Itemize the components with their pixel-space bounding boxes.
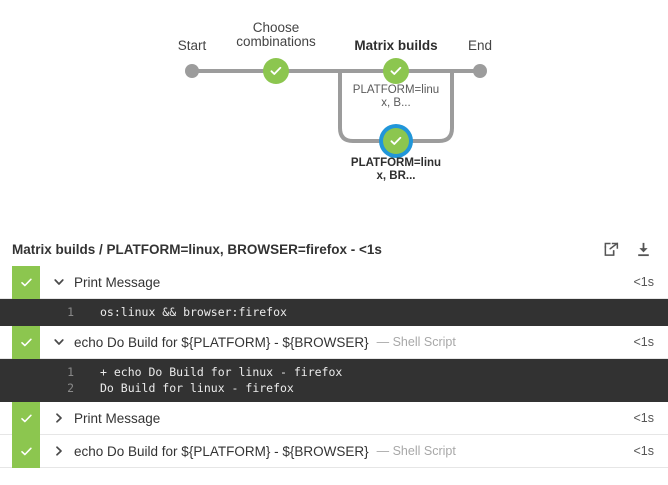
console-line-text: Do Build for linux - firefox: [100, 381, 294, 395]
step-status-badge: [12, 435, 40, 468]
check-icon: [20, 338, 32, 347]
branch-label-line1: PLATFORM=linu: [352, 84, 440, 96]
step-duration: <1s: [633, 335, 654, 349]
console-output: 1 os:linux && browser:firefox: [0, 299, 668, 326]
console-line-number: 1: [67, 305, 74, 319]
graph-node-choose-combinations[interactable]: [263, 58, 289, 84]
check-icon: [20, 278, 32, 287]
step-item: echo Do Build for ${PLATFORM} - ${BROWSE…: [0, 326, 668, 402]
console-line: 1 os:linux && browser:firefox: [0, 304, 668, 320]
step-name: Print Message: [74, 410, 161, 426]
stage-label-choose-combinations: Choose combinations: [236, 20, 316, 49]
branch-label-line2: x, BR...: [376, 170, 416, 182]
console-line: 2 Do Build for linux - firefox: [0, 380, 668, 396]
step-item: echo Do Build for ${PLATFORM} - ${BROWSE…: [0, 435, 668, 468]
check-icon: [20, 447, 32, 456]
step-item: Print Message <1s 1 os:linux && browser:fir…: [0, 266, 668, 326]
step-status-badge: [12, 402, 40, 435]
chevron-right-icon[interactable]: [52, 412, 66, 424]
graph-node-start[interactable]: [185, 64, 199, 78]
chevron-down-icon[interactable]: [52, 276, 66, 288]
chevron-right-icon[interactable]: [52, 445, 66, 457]
log-header: Matrix builds / PLATFORM=linux, BROWSER=…: [0, 232, 668, 266]
download-icon[interactable]: [632, 238, 654, 260]
chevron-down-icon[interactable]: [52, 336, 66, 348]
console-line-text: + echo Do Build for linux - firefox: [100, 365, 343, 379]
stage-label-matrix-builds: Matrix builds: [354, 38, 438, 53]
step-row[interactable]: echo Do Build for ${PLATFORM} - ${BROWSE…: [0, 326, 668, 359]
step-row[interactable]: Print Message <1s: [0, 402, 668, 435]
step-item: Print Message <1s: [0, 402, 668, 435]
check-icon: [270, 66, 282, 75]
step-duration: <1s: [633, 411, 654, 425]
console-line-text: os:linux && browser:firefox: [100, 305, 287, 319]
step-name: Print Message: [74, 274, 161, 290]
graph-node-matrix-build-1[interactable]: [383, 58, 409, 84]
graph-node-matrix-build-2-selected[interactable]: [383, 128, 409, 154]
pipeline-graph: Start Choose combinations Matrix builds …: [0, 0, 668, 200]
console-line-number: 1: [67, 365, 74, 379]
step-name: echo Do Build for ${PLATFORM} - ${BROWSE…: [74, 334, 369, 350]
check-icon: [390, 136, 402, 145]
step-row[interactable]: echo Do Build for ${PLATFORM} - ${BROWSE…: [0, 435, 668, 468]
step-row[interactable]: Print Message <1s: [0, 266, 668, 299]
steps-list: Print Message <1s 1 os:linux && browser:fir…: [0, 266, 668, 468]
stage-label-start: Start: [177, 38, 207, 53]
external-link-icon[interactable]: [600, 238, 622, 260]
step-status-badge: [12, 326, 40, 359]
check-icon: [390, 66, 402, 75]
step-duration: <1s: [633, 444, 654, 458]
branch-label-line1: PLATFORM=linu: [350, 157, 442, 169]
console-line-number: 2: [67, 381, 74, 395]
console-output: 1 + echo Do Build for linux - firefox 2 Do …: [0, 359, 668, 402]
graph-node-end[interactable]: [473, 64, 487, 78]
branch-label-line2: x, B...: [381, 97, 411, 109]
branch-label-matrix-build-1: PLATFORM=linu x, B...: [348, 84, 444, 110]
branch-label-matrix-build-2: PLATFORM=linu x, BR...: [348, 157, 444, 183]
step-name: echo Do Build for ${PLATFORM} - ${BROWSE…: [74, 443, 369, 459]
step-status-badge: [12, 266, 40, 299]
log-title-breadcrumb: Matrix builds / PLATFORM=linux, BROWSER=…: [12, 241, 382, 257]
step-duration: <1s: [633, 275, 654, 289]
stage-label-end: End: [467, 38, 493, 53]
console-line: 1 + echo Do Build for linux - firefox: [0, 364, 668, 380]
step-type-label: — Shell Script: [376, 444, 456, 458]
check-icon: [20, 414, 32, 423]
step-type-label: — Shell Script: [376, 335, 456, 349]
